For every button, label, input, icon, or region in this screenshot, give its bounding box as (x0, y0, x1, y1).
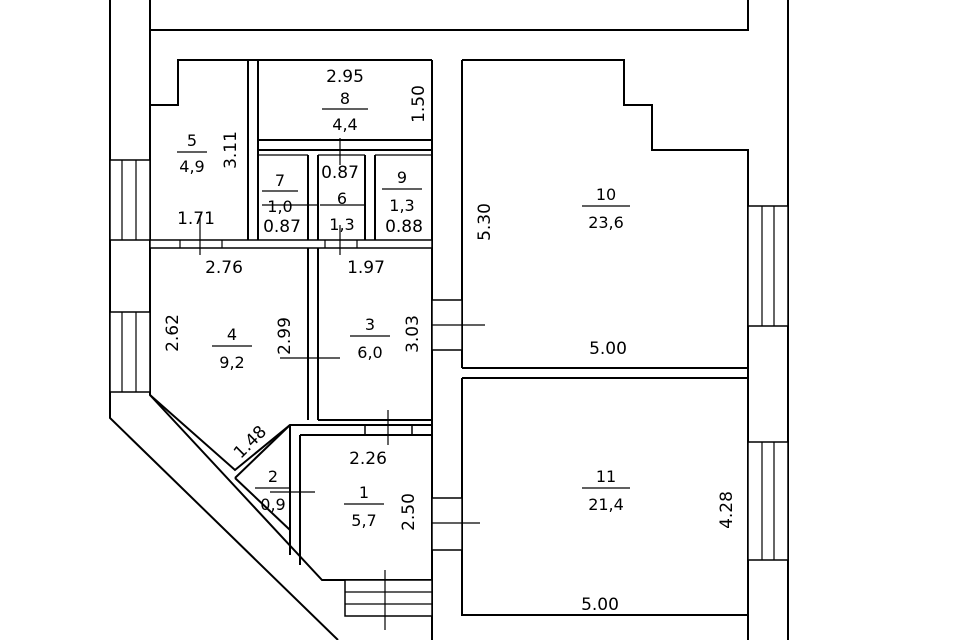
dim-r10-width: 5.00 (589, 339, 627, 359)
dim-r4-top: 2.76 (205, 258, 243, 278)
room-11-label: 11 21,4 (582, 467, 630, 514)
svg-text:6,0: 6,0 (357, 343, 382, 362)
dim-r5-height: 3.11 (221, 131, 241, 169)
dim-r4-right: 2.99 (275, 317, 295, 355)
svg-text:4,4: 4,4 (332, 115, 357, 134)
window-right-lower (747, 441, 789, 561)
svg-text:7: 7 (275, 171, 285, 190)
room-10-label: 10 23,6 (582, 185, 630, 232)
svg-text:11: 11 (596, 467, 616, 486)
svg-text:2: 2 (268, 467, 278, 486)
svg-text:4,9: 4,9 (179, 157, 204, 176)
room-3-label: 3 6,0 (350, 315, 390, 362)
room-9-label: 9 1,3 (382, 168, 422, 215)
dim-r9-width: 0.88 (385, 217, 423, 237)
dim-r3-top: 1.97 (347, 258, 385, 278)
dim-r1-top: 2.26 (349, 449, 387, 469)
svg-text:3: 3 (365, 315, 375, 334)
dim-r3-right: 3.03 (403, 315, 423, 353)
interior-walls (149, 60, 485, 630)
svg-text:5: 5 (187, 131, 197, 150)
room-5-label: 5 4,9 (177, 131, 207, 176)
svg-text:5,7: 5,7 (351, 511, 376, 530)
window-bottom (344, 579, 433, 617)
svg-text:1,3: 1,3 (329, 215, 354, 234)
dim-r8-width: 2.95 (326, 67, 364, 87)
room-labels: 5 4,9 8 4,4 7 1,0 6 1,3 9 1,3 10 23,6 (177, 89, 630, 530)
svg-text:23,6: 23,6 (588, 213, 624, 232)
dim-r8-lower: 0.87 (321, 163, 359, 183)
svg-text:9,2: 9,2 (219, 353, 244, 372)
windows (109, 159, 789, 617)
svg-text:1,0: 1,0 (267, 197, 292, 216)
dim-r11-height: 4.28 (717, 491, 737, 529)
dim-r11-width: 5.00 (581, 595, 619, 615)
room-2-label: 2 0,9 (255, 467, 291, 514)
window-left-lower (109, 311, 151, 393)
dim-r7-width: 0.87 (263, 217, 301, 237)
svg-text:8: 8 (340, 89, 350, 108)
dim-r5-width: 1.71 (177, 209, 215, 229)
dim-r4-left: 2.62 (163, 314, 183, 352)
svg-text:10: 10 (596, 185, 616, 204)
room-1-label: 1 5,7 (344, 483, 384, 530)
svg-text:4: 4 (227, 325, 237, 344)
svg-text:1,3: 1,3 (389, 196, 414, 215)
dim-r1-right: 2.50 (399, 493, 419, 531)
room-7-label: 7 1,0 (262, 171, 298, 216)
window-right-upper (747, 205, 789, 327)
svg-text:6: 6 (337, 189, 347, 208)
room-6-label: 6 1,3 (329, 189, 354, 234)
window-left-upper (109, 159, 151, 241)
svg-text:9: 9 (397, 168, 407, 187)
room-8-label: 8 4,4 (322, 89, 368, 134)
dim-r8-height: 1.50 (409, 85, 429, 123)
svg-text:21,4: 21,4 (588, 495, 624, 514)
dim-r10-height: 5.30 (475, 203, 495, 241)
svg-text:0,9: 0,9 (260, 495, 285, 514)
room-4-label: 4 9,2 (212, 325, 252, 372)
svg-text:1: 1 (359, 483, 369, 502)
